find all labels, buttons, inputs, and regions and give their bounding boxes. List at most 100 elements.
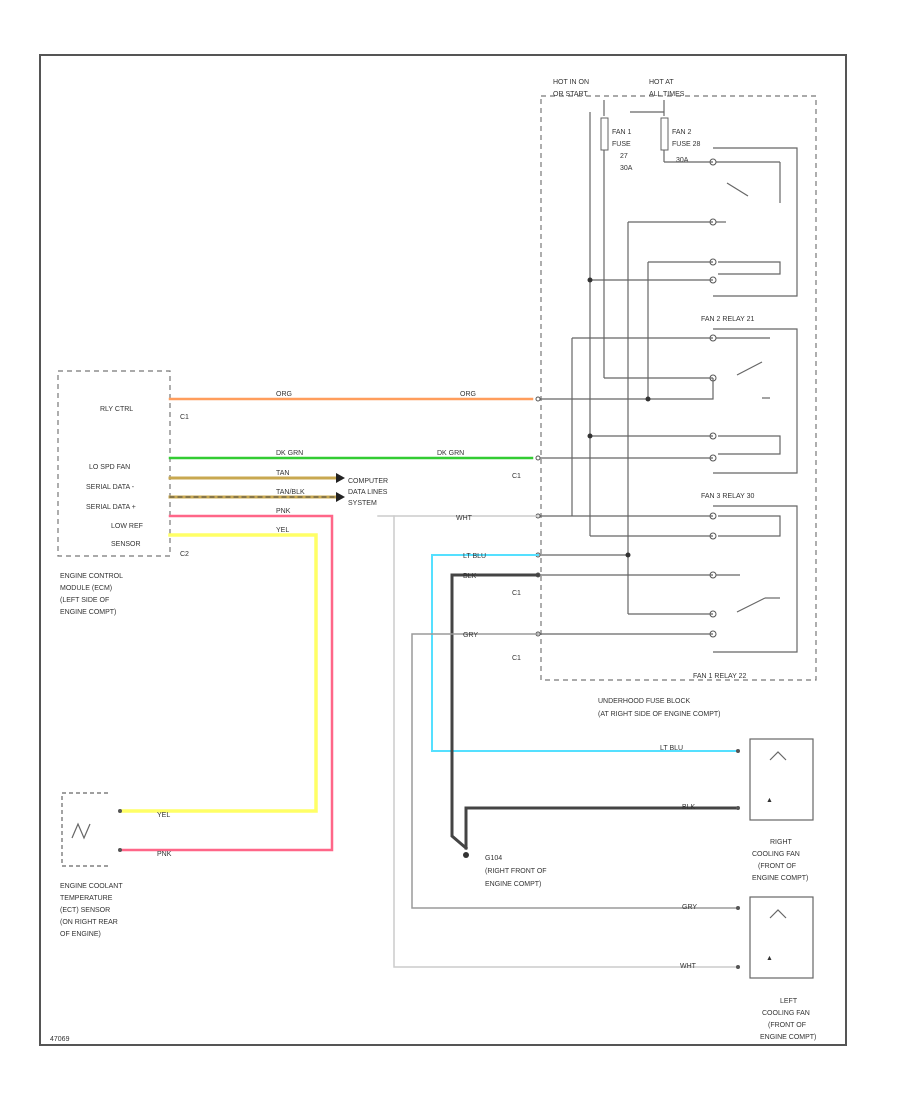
- wire-gry: [411, 633, 739, 909]
- wire-lt-blu: [431, 554, 739, 752]
- wire-yel: [120, 533, 318, 813]
- ecm-pin-rly-ctrl: RLY CTRL: [100, 406, 133, 413]
- wire-pnk: [120, 514, 334, 852]
- relay-30-upper-box: [713, 147, 798, 297]
- computer-label-1: COMPUTER: [348, 478, 388, 485]
- ground-icon: [463, 852, 469, 858]
- fuse-block-caption: UNDERHOOD FUSE BLOCK (AT RIGHT SIDE OF E…: [598, 698, 721, 718]
- left-fan-gry-label: GRY: [682, 904, 697, 911]
- fb-conn-c1-a: C1: [512, 473, 521, 480]
- ecm-conn-c2: C2: [180, 551, 189, 558]
- fb-conn-c1-b: C1: [512, 590, 521, 597]
- ecm-pin-serial-data-plus: SERIAL DATA +: [86, 504, 136, 511]
- computer-label-2: DATA LINES: [348, 489, 388, 496]
- right-fan-ltblu-label: LT BLU: [660, 745, 683, 752]
- diagram-border: [39, 54, 847, 1046]
- figure-id: 47069: [50, 1036, 70, 1043]
- fuse-27-icon: [600, 117, 609, 151]
- svg-text:FUSE 28: FUSE 28: [672, 141, 701, 148]
- svg-text:(FRONT OF: (FRONT OF: [768, 1022, 806, 1029]
- svg-text:(AT RIGHT SIDE OF ENGINE COMPT: (AT RIGHT SIDE OF ENGINE COMPT): [598, 711, 721, 718]
- wire-pnk-label-1: PNK: [276, 508, 291, 515]
- wire-org-label-1: ORG: [276, 391, 292, 398]
- ecm-box: [57, 370, 171, 557]
- fuse-28-icon: [660, 117, 669, 151]
- fb-conn-c1-c: C1: [512, 655, 521, 662]
- fan-symbol-icon: ▲: [766, 797, 773, 804]
- fuse-block-wiring: [538, 112, 714, 635]
- svg-text:UNDERHOOD FUSE BLOCK: UNDERHOOD FUSE BLOCK: [598, 698, 691, 705]
- relay-30-label: FAN 3 RELAY 30: [701, 493, 755, 500]
- ecm-pin-sensor: SENSOR: [111, 541, 141, 548]
- ecm-pin-low-ref: LOW REF: [111, 523, 143, 530]
- svg-text:LEFT: LEFT: [780, 998, 798, 1005]
- wire-grn-label-2: DK GRN: [437, 450, 464, 457]
- relay-21-box: [713, 328, 798, 474]
- wire-org-label-2: ORG: [460, 391, 476, 398]
- svg-text:(FRONT OF: (FRONT OF: [758, 863, 796, 870]
- wire-tan-blk-label: TAN/BLK: [276, 489, 305, 496]
- relay-22-box: [713, 505, 798, 653]
- svg-text:ENGINE COMPT): ENGINE COMPT): [760, 1034, 816, 1041]
- arrow-icon: [336, 473, 345, 483]
- svg-text:COOLING FAN: COOLING FAN: [762, 1010, 810, 1017]
- svg-text:30A: 30A: [676, 157, 689, 164]
- relay-22-label: FAN 1 RELAY 22: [693, 673, 747, 680]
- wire-ltblu-label: LT BLU: [463, 553, 486, 560]
- svg-text:COOLING FAN: COOLING FAN: [752, 851, 800, 858]
- ect-caption: ENGINE COOLANT TEMPERATURE (ECT) SENSOR …: [60, 883, 123, 938]
- hot-run-label-1: HOT IN ON: [553, 79, 589, 86]
- hot-all-label-2: ALL TIMES: [649, 91, 685, 98]
- svg-text:(ECT) SENSOR: (ECT) SENSOR: [60, 907, 110, 914]
- fuse-block-box: [540, 95, 817, 681]
- computer-label-3: SYSTEM: [348, 500, 377, 507]
- svg-text:FAN 1: FAN 1: [612, 129, 632, 136]
- svg-text:30A: 30A: [620, 165, 633, 172]
- svg-text:RIGHT: RIGHT: [770, 839, 793, 846]
- wire-yel-label-1: YEL: [276, 527, 289, 534]
- svg-text:(ON RIGHT REAR: (ON RIGHT REAR: [60, 919, 118, 926]
- svg-text:MODULE (ECM): MODULE (ECM): [60, 585, 112, 592]
- fan-motor-icon: [769, 751, 787, 761]
- wire-wht-left-fan: [393, 515, 739, 968]
- svg-text:FAN 2: FAN 2: [672, 129, 692, 136]
- wire-gry-label: GRY: [463, 632, 478, 639]
- relay-21-label: FAN 2 RELAY 21: [701, 316, 755, 323]
- fan-symbol-icon: ▲: [766, 955, 773, 962]
- wire-blk-label: BLK: [463, 573, 477, 580]
- ecm-conn-c1: C1: [180, 414, 189, 421]
- left-fan-caption: LEFT COOLING FAN (FRONT OF ENGINE COMPT): [760, 998, 816, 1041]
- hot-all-label-1: HOT AT: [649, 79, 674, 86]
- wire-grn-label-1: DK GRN: [276, 450, 303, 457]
- right-fan-blk-label: BLK: [682, 804, 696, 811]
- right-fan-box: [749, 738, 814, 821]
- svg-text:ENGINE COMPT): ENGINE COMPT): [752, 875, 808, 882]
- svg-text:ENGINE CONTROL: ENGINE CONTROL: [60, 573, 123, 580]
- svg-text:(RIGHT FRONT OF: (RIGHT FRONT OF: [485, 868, 547, 875]
- ecm-caption: ENGINE CONTROL MODULE (ECM) (LEFT SIDE O…: [60, 573, 123, 616]
- wire-yel-label-2: YEL: [157, 812, 170, 819]
- wire-blk-right-fan: [464, 806, 740, 850]
- relay-contacts: [713, 161, 781, 613]
- wire-blk: [450, 573, 540, 851]
- svg-text:OF ENGINE): OF ENGINE): [60, 931, 101, 938]
- ecm-pin-lo-spd-fan: LO SPD FAN: [89, 464, 130, 471]
- hot-run-label-2: OR START: [553, 91, 588, 98]
- ecm-pin-serial-data-minus: SERIAL DATA -: [86, 484, 135, 491]
- svg-text:ENGINE COMPT): ENGINE COMPT): [485, 881, 541, 888]
- svg-text:27: 27: [620, 153, 628, 160]
- arrow-icon: [336, 492, 345, 502]
- svg-text:ENGINE COMPT): ENGINE COMPT): [60, 609, 116, 616]
- thermistor-icon: [71, 822, 91, 840]
- svg-text:ENGINE COOLANT: ENGINE COOLANT: [60, 883, 123, 890]
- fan-motor-icon: [769, 909, 787, 919]
- svg-text:(LEFT SIDE OF: (LEFT SIDE OF: [60, 597, 109, 604]
- ecm-pin-labels: RLY CTRL LO SPD FAN SERIAL DATA - SERIAL…: [86, 406, 189, 558]
- wire-tan-label: TAN: [276, 470, 289, 477]
- wire-wht-label: WHT: [456, 515, 473, 522]
- svg-text:FUSE: FUSE: [612, 141, 631, 148]
- left-fan-box: [749, 896, 814, 979]
- right-fan-caption: RIGHT COOLING FAN (FRONT OF ENGINE COMPT…: [752, 839, 808, 882]
- left-fan-wht-label: WHT: [680, 963, 697, 970]
